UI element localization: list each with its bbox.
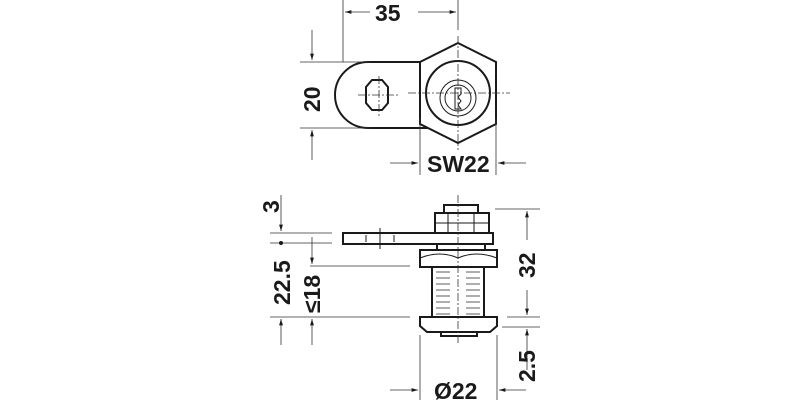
dim-cam-offset: 22.5 (269, 260, 295, 305)
top-view: 35 20 SW22 (299, 0, 526, 177)
dim-total-height: 32 (514, 252, 540, 278)
dim-height: 20 (299, 86, 325, 112)
dim-cam-thickness: 3 (258, 200, 284, 213)
key-slot-icon (454, 87, 462, 110)
dim-max-panel-thickness: ≤18 (299, 275, 325, 313)
cam-plate (342, 232, 494, 245)
side-hex-nut (419, 249, 498, 268)
cam-hole (365, 79, 389, 111)
dim-diameter: Ø22 (434, 378, 477, 400)
dim-flange-thickness: 2.5 (514, 350, 540, 382)
side-view: 3 22.5 ≤18 32 2.5 Ø22 (258, 195, 540, 400)
dim-width: 35 (375, 0, 401, 26)
flange (419, 316, 498, 333)
dim-wrench-size: SW22 (427, 151, 490, 177)
